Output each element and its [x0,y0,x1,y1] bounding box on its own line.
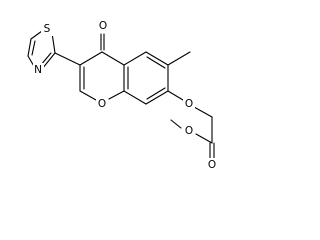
bond-c7-c8 [145,90,169,105]
bond-c7-o7 [167,90,184,101]
molecule-structure-diagram: S N O O O O O [27,19,218,172]
bond-c5-s1 [30,30,43,40]
svg-text:O: O [98,98,106,110]
bond-c5-c6 [145,51,169,66]
bond-o7-ch2 [193,106,213,118]
atom-label-s1: S [41,23,53,36]
bond-c7-c8-double [146,87,166,100]
bond-c4-c5 [27,38,32,57]
molecule-svg: S N O O O O O [27,19,218,172]
svg-text:O: O [185,125,193,137]
bond-c6-methyl [167,51,191,66]
bond-c8-c8a [123,90,147,105]
atom-label-o7: O [183,97,195,111]
atom-label-o-methoxy: O [183,124,195,138]
atom-label-o4: O [97,19,109,33]
atom-label-o1: O [96,97,108,111]
bond-cc-omethoxy [195,133,213,144]
bond-c4-c4a [101,51,125,66]
bond-c3-c4 [79,51,103,66]
svg-text:O: O [208,159,216,171]
svg-text:O: O [185,98,193,110]
svg-text:N: N [34,64,42,76]
bond-o1-c8a [108,90,125,100]
bond-c4a-c5 [123,51,147,66]
atom-label-n3: N [33,63,44,76]
svg-text:S: S [44,23,51,35]
svg-text:O: O [99,20,107,32]
bond-c2-n3 [41,52,56,70]
bond-thz-c3 [54,52,81,66]
atom-label-o-carbonyl: O [206,158,218,172]
bond-c4-c5-double [31,40,36,56]
bond-omethoxy-ch3 [170,119,182,129]
bond-c2-o1 [79,90,97,101]
bond-c5-c6-double [146,56,166,69]
bond-s1-c2 [51,32,56,54]
